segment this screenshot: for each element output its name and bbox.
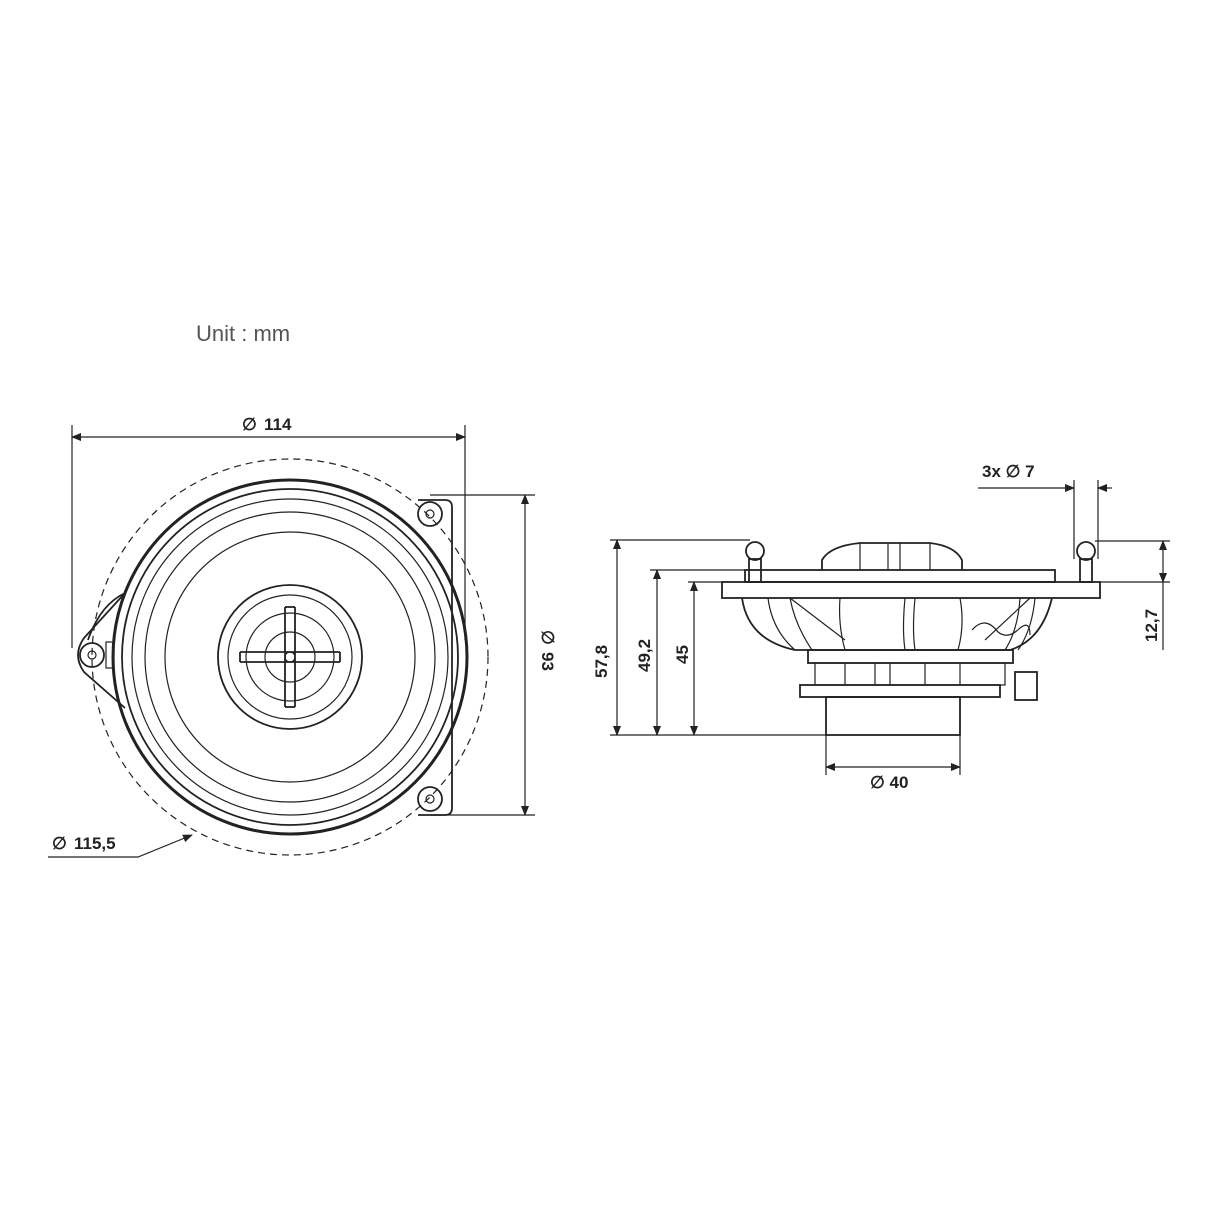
- pin-left: [745, 541, 765, 583]
- mount-flange: [721, 581, 1101, 599]
- lead-wire: [971, 622, 1031, 636]
- dashed-outline-circle: [91, 458, 489, 856]
- dim-label-115-5: 115,5: [74, 834, 116, 853]
- dim-label-12-7: 12,7: [1142, 609, 1161, 642]
- tweeter-center: [284, 651, 296, 663]
- tweeter-housing: [821, 542, 963, 570]
- dim-label-57-8: 57,8: [592, 645, 611, 678]
- basket-ribs: [767, 597, 1036, 651]
- tweeter-cross-bridge: [239, 606, 341, 708]
- diameter-symbol-93: ∅: [538, 630, 557, 645]
- diameter-symbol-115-5: ∅: [52, 834, 67, 853]
- dim-label-93-group: ∅ 93: [538, 630, 557, 671]
- cone-outer-ring: [164, 531, 416, 783]
- tweeter-ring-3: [245, 612, 335, 702]
- mount-hole-left: [79, 642, 105, 668]
- dim-label-114: 114: [264, 415, 292, 434]
- motor-frame: [814, 662, 1006, 686]
- top-plate: [799, 684, 1001, 698]
- dim-label-49-2: 49,2: [635, 639, 654, 672]
- lower-frame: [807, 649, 1014, 664]
- upper-plate: [744, 569, 1056, 583]
- unit-label: Unit : mm: [196, 321, 290, 346]
- basket-frame: [741, 597, 1053, 651]
- magnet: [825, 696, 961, 736]
- leader-115-5: [48, 834, 193, 858]
- dim-label-40: ∅ 40: [870, 773, 908, 792]
- outer-ring: [111, 478, 469, 836]
- embossed-mark: [105, 641, 115, 669]
- tweeter-outer-ring: [217, 584, 363, 730]
- ring-2: [121, 488, 459, 826]
- terminal-tab: [1014, 671, 1038, 701]
- tweeter-ring-2: [227, 594, 353, 720]
- mount-hole-top-right: [417, 501, 443, 527]
- motor-slots: [844, 663, 961, 685]
- mount-hole-bottom-right: [417, 786, 443, 812]
- dim-label-45: 45: [673, 645, 692, 664]
- dim-label-93: 93: [538, 652, 557, 671]
- pin-right: [1076, 541, 1096, 583]
- front-view: ∅ 114 ∅ 93 ∅ 115,5: [48, 415, 557, 858]
- diameter-symbol-114: ∅: [242, 415, 257, 434]
- tweeter-dome-ring: [264, 631, 316, 683]
- dim-label-3x7: 3x ∅ 7: [982, 462, 1035, 481]
- ring-3: [131, 498, 449, 816]
- ring-4: [144, 511, 436, 803]
- side-view: 57,8 49,2 45 ∅ 40 3x ∅ 7 12,7: [592, 462, 1170, 792]
- left-ear-upper: [87, 592, 126, 641]
